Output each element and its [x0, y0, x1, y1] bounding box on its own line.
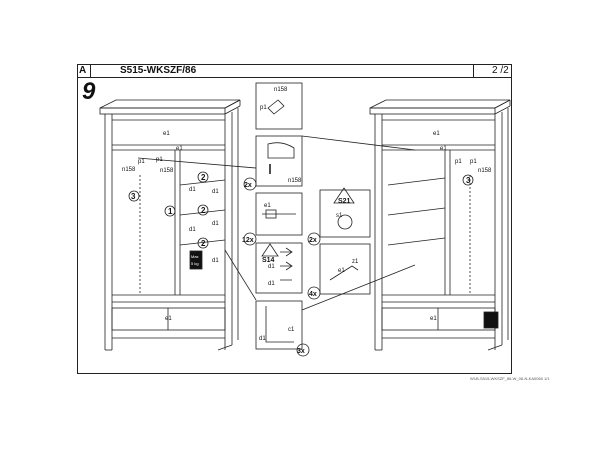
header-divider [77, 77, 512, 78]
marker-3: 3 [131, 192, 136, 201]
count-circle [307, 286, 321, 300]
label-n158: n158 [122, 167, 136, 173]
label-d1: d1 [189, 227, 196, 233]
header-separator [473, 64, 474, 77]
count-12x: 12x [242, 237, 254, 244]
count-3x: 3x [297, 348, 305, 355]
label-e1: e1 [165, 316, 172, 322]
count-circle [243, 232, 257, 246]
label-n158: n158 [478, 168, 492, 174]
label-d1: d1 [259, 336, 266, 342]
label-d1: d1 [268, 264, 275, 270]
detail-box-corner [255, 300, 303, 350]
count-2x: 2x [244, 182, 252, 189]
label-d1: d1 [189, 187, 196, 193]
label-p1: p1 [470, 159, 477, 165]
marker-3: 3 [466, 176, 471, 185]
label-d1: d1 [212, 258, 219, 264]
marker-circle [197, 204, 209, 216]
label-e1: e1 [430, 316, 437, 322]
label-s1: s1 [336, 213, 343, 219]
cabinet-top-front [369, 107, 496, 115]
detail-box-bracket [255, 135, 303, 187]
label-n158: n158 [160, 168, 174, 174]
label-e1: e1 [440, 146, 447, 152]
drawer-rail [483, 311, 499, 329]
label-d1: d1 [212, 189, 219, 195]
cabinet-top [99, 99, 241, 109]
marker-circle [197, 171, 209, 183]
step-number: 9 [82, 78, 96, 105]
marker-2: 2 [201, 239, 206, 248]
marker-2: 2 [201, 173, 206, 182]
max-label: Max [191, 254, 199, 259]
label-e1: e1 [433, 131, 440, 137]
hinge-icon [267, 99, 285, 115]
shelf [387, 207, 446, 216]
page-number: 2 /2 [492, 65, 509, 76]
warning-s21: S21 [338, 198, 351, 205]
warning-triangle [333, 187, 355, 204]
marker-2: 2 [201, 206, 206, 215]
count-circle [296, 343, 310, 357]
connector-line [301, 135, 416, 151]
footer-code: W1B-S515-WKSZF_86-W_06-N-KA0060 1/1 [470, 376, 550, 381]
count-2x: 2x [309, 237, 317, 244]
label-n158: n158 [274, 87, 288, 93]
model-code: S515-WKSZF/86 [120, 65, 197, 76]
detail-box-screw [255, 192, 303, 236]
connector-line [224, 249, 257, 301]
shelf [179, 239, 226, 246]
label-p1: p1 [156, 157, 163, 163]
header-separator [90, 64, 91, 77]
connector-line [301, 264, 416, 311]
label-p1: p1 [455, 159, 462, 165]
knob-icon [337, 214, 353, 230]
count-circle [243, 177, 257, 191]
label-d1: d1 [268, 281, 275, 287]
left-cabinet [99, 99, 241, 351]
marker-circle [462, 174, 474, 186]
shelf [179, 209, 226, 216]
shelf [179, 179, 226, 186]
label-p1: p1 [138, 159, 145, 165]
warning-s14: S14 [262, 257, 275, 264]
drawing-frame [77, 64, 512, 374]
screwdriver-icon [329, 265, 359, 281]
label-e1: e1 [176, 146, 183, 152]
max-value: 5 kg [191, 261, 199, 266]
right-cabinet [369, 99, 511, 351]
detail-box-hinge [255, 82, 303, 130]
shelf [387, 237, 446, 246]
label-d1: d1 [212, 221, 219, 227]
label-z1: z1 [352, 259, 359, 265]
max-weight-label [189, 250, 203, 270]
marker-1: 1 [168, 207, 173, 216]
marker-circle [197, 237, 209, 249]
label-n158: n158 [288, 178, 302, 184]
label-e1: e1 [338, 268, 345, 274]
shelf [387, 177, 446, 186]
label-e1: e1 [163, 131, 170, 137]
marker-circle [164, 205, 176, 217]
detail-box-tool [319, 243, 371, 295]
cabinet-top-front [99, 107, 226, 115]
count-circle [307, 232, 321, 246]
drawer [111, 307, 226, 331]
label-e1: e1 [264, 203, 271, 209]
connector-line [137, 157, 257, 169]
detail-box-shelf-pin [255, 242, 303, 294]
section-letter: A [79, 65, 87, 76]
warning-triangle [261, 243, 279, 257]
cabinet-top [369, 99, 511, 109]
drawer [381, 307, 496, 331]
label-p1: p1 [260, 105, 267, 111]
label-c1: c1 [288, 327, 295, 333]
count-4x: 4x [309, 291, 317, 298]
marker-circle [128, 190, 140, 202]
